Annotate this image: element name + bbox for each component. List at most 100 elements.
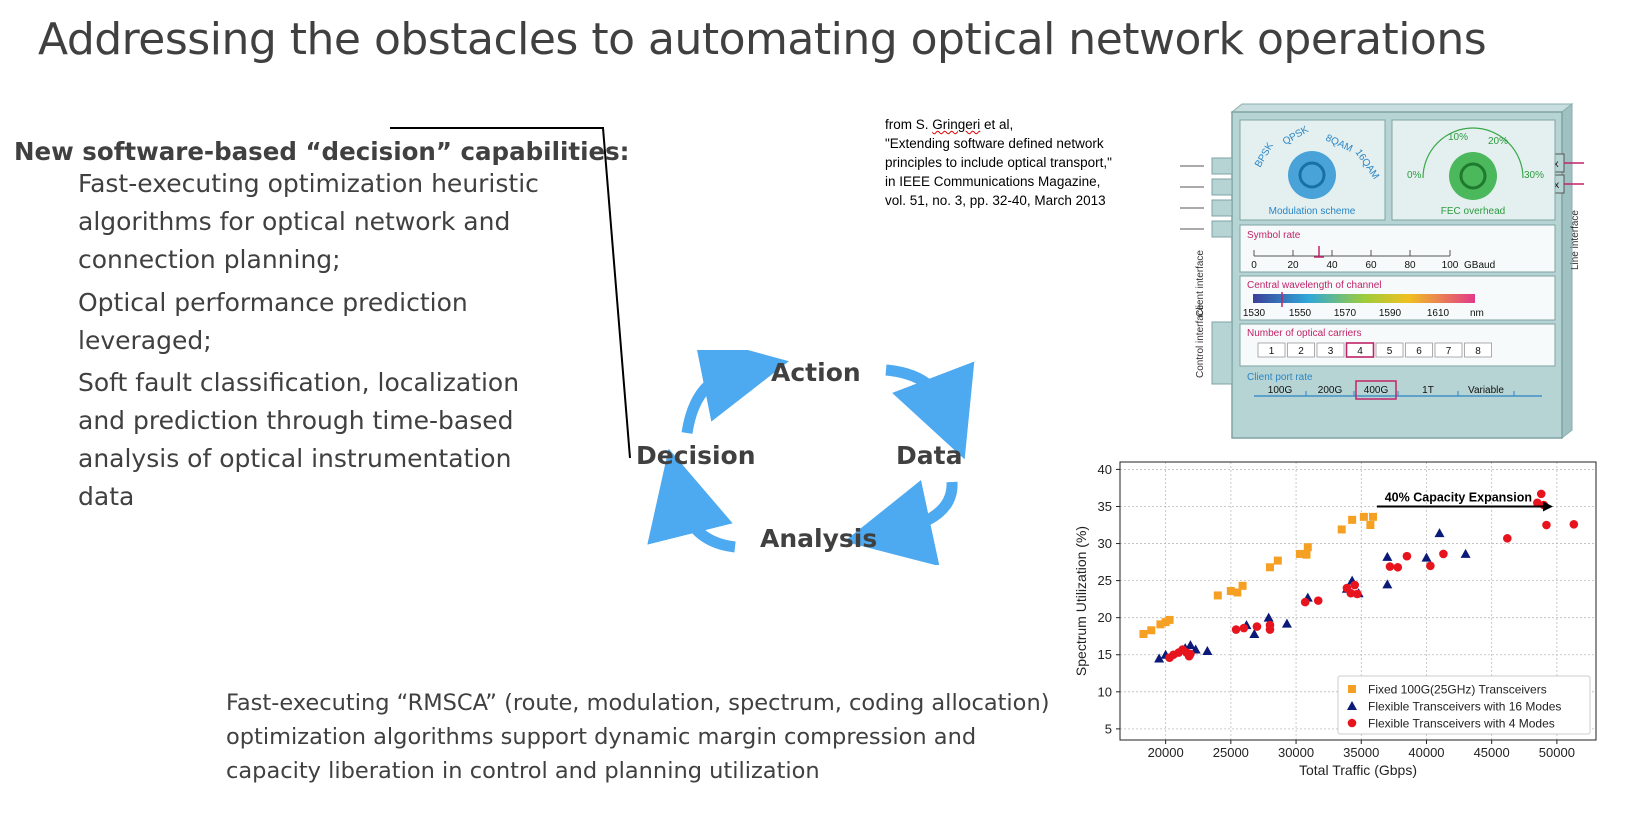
client-port-option: 400G — [1364, 385, 1389, 396]
data-point — [1184, 651, 1194, 661]
chart-y-axis-label: Spectrum Utilization (%) — [1073, 526, 1089, 676]
x-tick-label: 35000 — [1343, 745, 1379, 760]
rmsca-line-3: capacity liberation in control and plann… — [226, 758, 820, 784]
carrier-option-label: 3 — [1328, 346, 1334, 357]
data-point — [1231, 625, 1241, 634]
data-point — [1313, 596, 1323, 605]
wavelength-label: Central wavelength of channel — [1247, 280, 1382, 291]
chart-x-axis-label: Total Traffic (Gbps) — [1299, 762, 1417, 778]
svg-text:100: 100 — [1442, 260, 1459, 271]
data-point — [1302, 550, 1311, 559]
capability-line: algorithms for optical network and — [78, 207, 511, 236]
svg-text:20%: 20% — [1488, 136, 1508, 147]
svg-text:1590: 1590 — [1379, 308, 1402, 319]
client-port-option: Variable — [1468, 385, 1504, 396]
data-point — [1426, 561, 1435, 571]
citation-line-4: in IEEE Communications Magazine, — [885, 174, 1101, 189]
carrier-option — [1434, 342, 1463, 358]
carrier-option — [1287, 342, 1315, 358]
data-point — [1385, 562, 1395, 571]
svg-text:GBaud: GBaud — [1464, 260, 1495, 271]
carrier-option — [1345, 342, 1375, 358]
data-point — [1273, 556, 1282, 565]
line-interface-label: Line interface — [1570, 210, 1581, 270]
data-point — [1233, 588, 1242, 597]
svg-text:1550: 1550 — [1289, 308, 1312, 319]
cycle-label-action: Action — [771, 358, 861, 387]
data-point — [1281, 618, 1292, 628]
chart-plot-area — [1119, 461, 1597, 741]
capability-line: Fast-executing optimization heuristic — [78, 169, 539, 198]
data-point — [1536, 489, 1546, 499]
data-point — [1533, 498, 1542, 508]
rmsca-description: Fast-executing “RMSCA” (route, modulatio… — [226, 686, 1050, 788]
chart-points — [1139, 489, 1579, 663]
x-tick-label: 25000 — [1213, 745, 1249, 760]
data-point — [1542, 520, 1551, 530]
data-point — [1265, 620, 1275, 630]
wavelength-spectrum-bar — [1253, 294, 1475, 303]
capability-line: leveraged; — [78, 326, 212, 355]
svg-text:40: 40 — [1326, 260, 1338, 271]
legend-marker — [1347, 718, 1357, 728]
carrier-option — [1405, 342, 1433, 358]
svg-text:nm: nm — [1470, 308, 1484, 319]
symbol-rate-label: Symbol rate — [1247, 230, 1301, 241]
rmsca-line-1: Fast-executing “RMSCA” (route, modulatio… — [226, 690, 1050, 716]
capability-line: analysis of optical instrumentation — [78, 444, 512, 473]
carrier-option — [1316, 342, 1345, 358]
control-interface-port — [1211, 321, 1233, 385]
client-port-option: 200G — [1318, 385, 1343, 396]
data-point — [1421, 552, 1432, 562]
data-point — [1295, 549, 1304, 558]
carrier-option — [1375, 342, 1404, 358]
x-tick-label: 20000 — [1148, 745, 1184, 760]
carrier-option-label: 7 — [1446, 346, 1452, 357]
decision-cycle-diagram — [647, 350, 975, 565]
data-point — [1185, 640, 1196, 650]
x-tick-label: 45000 — [1474, 745, 1510, 760]
y-tick-label: 40 — [1098, 462, 1112, 477]
capability-line: data — [78, 482, 135, 511]
control-interface-label: Control interface — [1195, 304, 1206, 378]
capability-line: connection planning; — [78, 245, 341, 274]
data-point — [1382, 551, 1393, 561]
data-point — [1226, 586, 1235, 595]
data-point — [1393, 562, 1403, 572]
svg-text:40% Capacity Expansion: 40% Capacity Expansion — [1385, 490, 1532, 504]
data-point — [1348, 515, 1357, 524]
x-tick-label: 30000 — [1278, 745, 1314, 760]
data-point — [1366, 521, 1375, 530]
modulation-dial — [1288, 151, 1336, 199]
carrier-option-label: 6 — [1416, 346, 1422, 357]
series-0 — [1139, 512, 1377, 638]
data-point — [1303, 543, 1312, 552]
capability-line: Optical performance prediction — [78, 288, 468, 317]
data-point — [1439, 549, 1448, 559]
decision-connector-line — [390, 127, 631, 459]
svg-text:1570: 1570 — [1334, 308, 1357, 319]
legend-entry: Fixed 100G(25GHz) Transceivers — [1368, 683, 1547, 697]
client-port-selected — [1355, 380, 1397, 400]
cycle-arrow-decision-to-action — [681, 350, 789, 434]
cycle-arrow-analysis-to-decision — [647, 448, 736, 553]
data-point — [1139, 629, 1148, 638]
legend-marker — [1347, 701, 1357, 710]
y-tick-label: 25 — [1098, 573, 1112, 588]
legend-marker — [1348, 685, 1356, 693]
data-point — [1402, 551, 1412, 561]
svg-text:10%: 10% — [1448, 132, 1468, 143]
cycle-arrow-data-to-analysis — [844, 480, 958, 565]
capacity-expansion-annotation: 40% Capacity Expansion — [1376, 490, 1553, 512]
data-point — [1368, 512, 1377, 521]
cycle-label-data: Data — [896, 441, 963, 470]
citation: from S. Gringeri et al, "Extending softw… — [885, 115, 1112, 210]
data-point — [1147, 626, 1156, 635]
